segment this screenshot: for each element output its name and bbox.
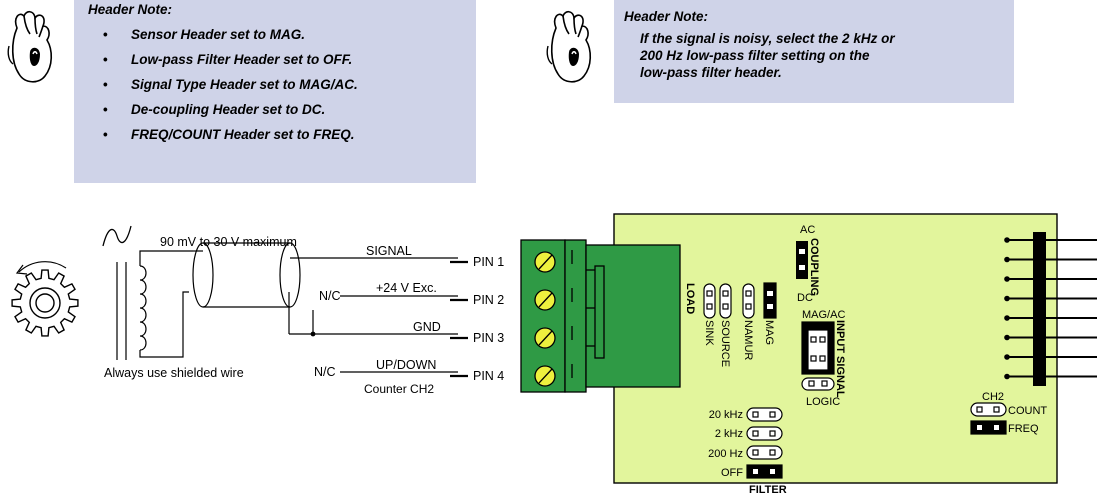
mag-ac-label: MAG/AC <box>802 309 845 321</box>
dc-label: DC <box>797 292 813 304</box>
ac-label: AC <box>800 224 815 236</box>
coupling-jumper <box>796 241 808 279</box>
input-signal-label: INPUT SIGNAL <box>834 320 846 398</box>
nc-label: N/C <box>314 365 336 379</box>
filter-20khz-label: 20 kHz <box>709 409 743 421</box>
note-right-line: 200 Hz low-pass filter setting on the <box>640 48 870 63</box>
freq-label: FREQ <box>1008 423 1039 435</box>
count-label: COUNT <box>1008 405 1047 417</box>
source-label: SOURCE <box>719 320 731 367</box>
pin-4-label: PIN 4 <box>473 369 504 383</box>
filter-2khz-label: 2 kHz <box>715 428 743 440</box>
note-left-title: Header Note: <box>88 2 173 17</box>
note-right-line: If the signal is noisy, select the 2 kHz… <box>640 31 895 46</box>
filter-label: FILTER <box>749 484 787 496</box>
paw-icon <box>546 10 592 83</box>
mag-label: MAG <box>763 320 775 345</box>
note-left-item: FREQ/COUNT Header set to FREQ. <box>103 122 358 147</box>
note-left-item: Signal Type Header set to MAG/AC. <box>103 72 358 97</box>
header-note-right <box>614 0 1014 103</box>
note-left-item: Low-pass Filter Header set to OFF. <box>103 47 358 72</box>
filter-jumpers <box>746 407 783 479</box>
terminal-screws <box>534 251 556 387</box>
logic-label: LOGIC <box>806 396 840 408</box>
pin-ticks <box>450 260 468 378</box>
pin-1-label: PIN 1 <box>473 255 504 269</box>
gnd-label: GND <box>413 320 441 334</box>
note-right-line: low-pass filter header. <box>640 65 782 80</box>
right-header-pins <box>1004 232 1097 386</box>
voltage-range-label: 90 mV to 30 V maximum <box>160 235 297 249</box>
shielded-cable <box>192 242 458 373</box>
sine-icon <box>102 225 132 247</box>
pin-3-label: PIN 3 <box>473 331 504 345</box>
namur-label: NAMUR <box>742 320 754 360</box>
input-signal-jumper <box>801 321 835 391</box>
circuit-board <box>613 213 1058 484</box>
note-left-item: Sensor Header set to MAG. <box>103 22 358 47</box>
updown-label: UP/DOWN <box>376 358 436 372</box>
pin-2-label: PIN 2 <box>473 293 504 307</box>
sink-label: SINK <box>703 320 715 346</box>
note-left-list: Sensor Header set to MAG. Low-pass Filte… <box>103 22 358 147</box>
paw-icon <box>7 10 53 83</box>
magnetic-pickup <box>116 250 193 360</box>
gear-icon <box>11 261 79 337</box>
note-right-title: Header Note: <box>624 9 709 24</box>
coupling-label: COUPLING <box>808 238 820 296</box>
load-label: LOAD <box>684 283 696 314</box>
filter-off-label: OFF <box>721 467 743 479</box>
load-jumpers <box>703 282 777 319</box>
ch2-jumpers <box>970 402 1007 435</box>
nc-label: N/C <box>319 289 341 303</box>
counter-label: Counter CH2 <box>364 382 434 396</box>
ch2-label: CH2 <box>982 391 1004 403</box>
filter-200hz-label: 200 Hz <box>708 448 743 460</box>
junction-dot <box>310 331 316 337</box>
excitation-label: +24 V Exc. <box>376 281 437 295</box>
shield-note-label: Always use shielded wire <box>104 366 244 380</box>
note-left-item: De-coupling Header set to DC. <box>103 97 358 122</box>
signal-label: SIGNAL <box>366 244 412 258</box>
